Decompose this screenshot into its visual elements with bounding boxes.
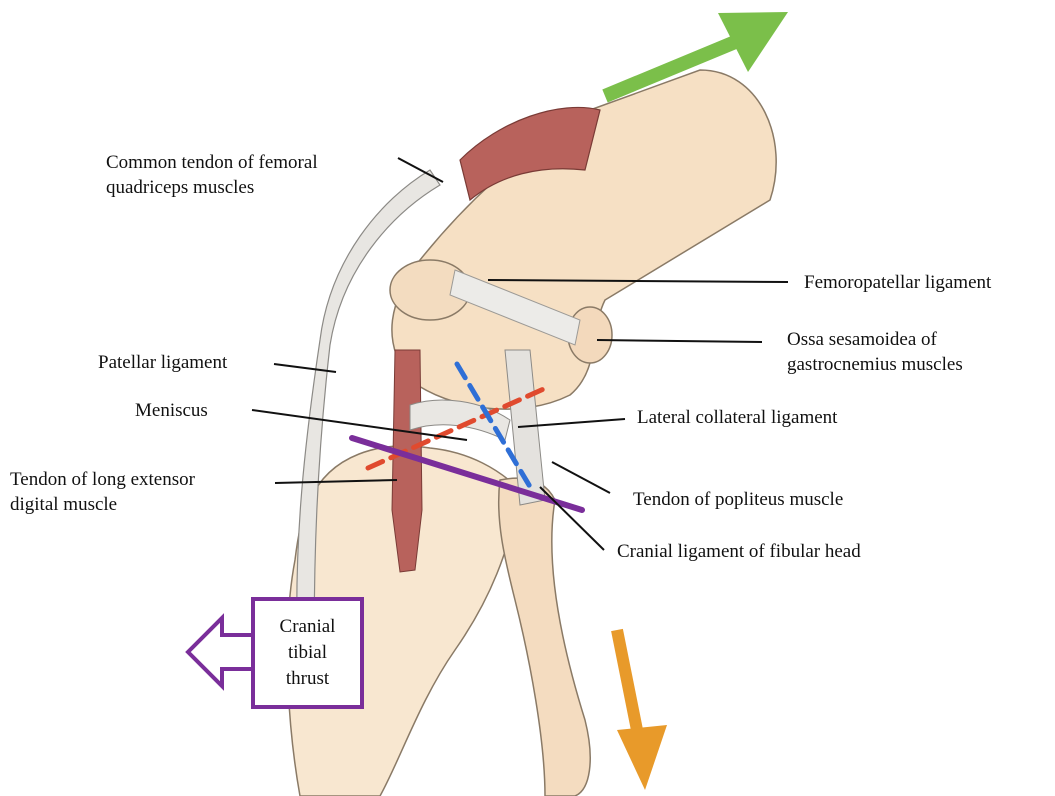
leader-ossa [597,340,762,342]
label-ossa-sesamoidea: Ossa sesamoidea of gastrocnemius muscles [787,327,963,377]
label-popliteus-tendon: Tendon of popliteus muscle [633,487,843,512]
label-meniscus: Meniscus [135,398,208,423]
cranial-tibial-thrust-box: Cranial tibial thrust [251,597,364,709]
fibula [499,478,591,796]
cranial-tibial-thrust-arrow [188,618,251,686]
label-patellar-ligament: Patellar ligament [98,350,227,375]
label-common-tendon-quadriceps: Common tendon of femoral quadriceps musc… [106,150,318,200]
leader-popliteus [552,462,610,493]
label-lateral-collateral-ligament: Lateral collateral ligament [637,405,837,430]
label-femoropatellar-ligament: Femoropatellar ligament [804,270,991,295]
label-long-extensor-tendon: Tendon of long extensor digital muscle [10,467,195,517]
label-fibular-head-ligament: Cranial ligament of fibular head [617,539,861,564]
tibia-force-arrow [617,630,667,790]
